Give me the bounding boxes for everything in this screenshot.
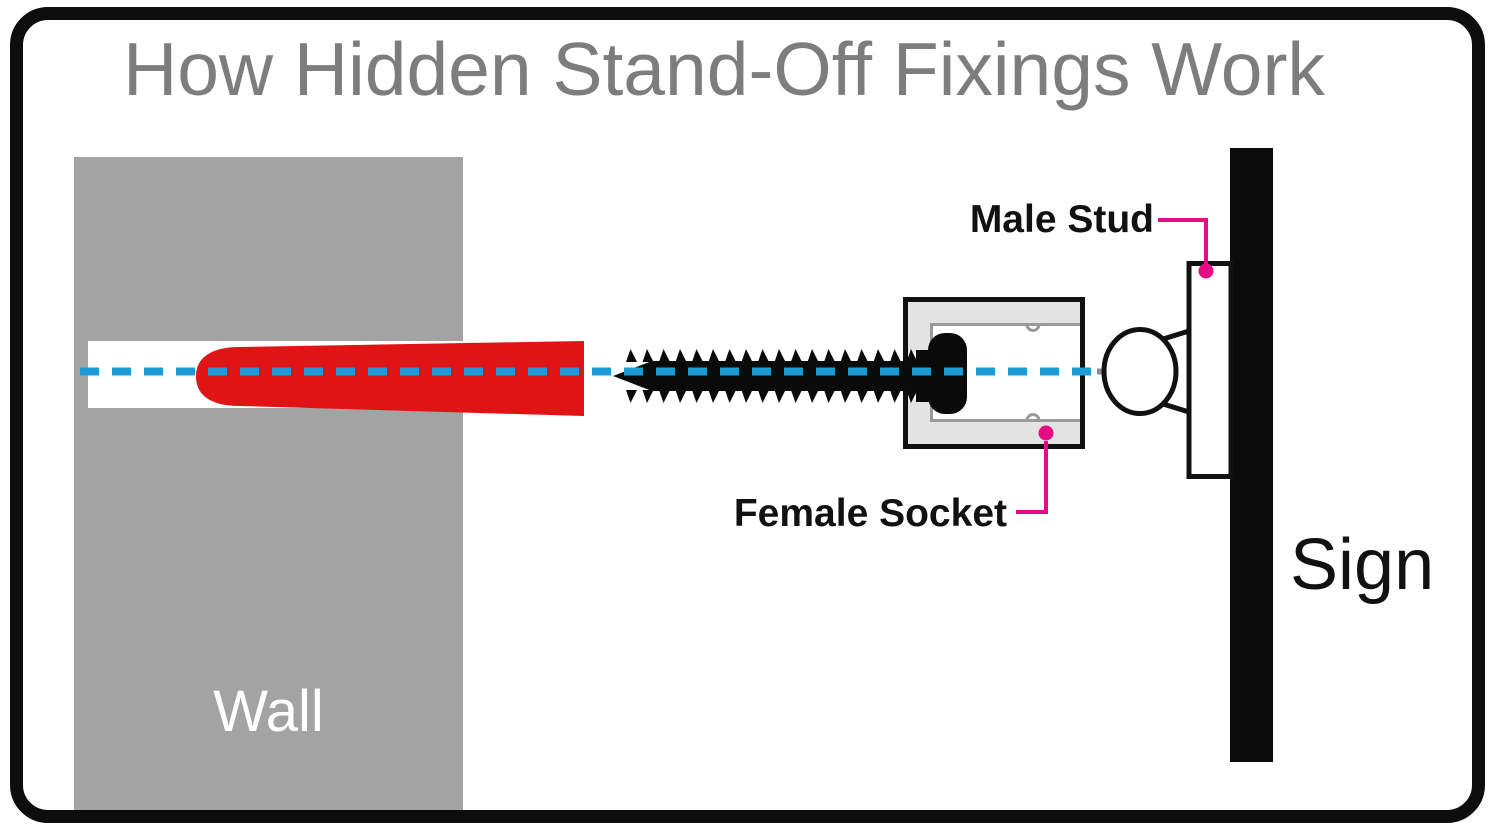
male-stud-callout-dot [1198,263,1214,279]
page-title: How Hidden Stand-Off Fixings Work [123,27,1325,111]
wall-plug [196,341,584,416]
male-stud-label: Male Stud [969,198,1154,241]
female-socket-callout-line [1016,441,1048,514]
wall-label: Wall [213,679,324,744]
stud-ball [1101,327,1179,416]
stud-plate [1186,261,1234,479]
socket-detent-bottom [1025,413,1041,421]
wall [74,157,463,810]
female-socket-callout-dot [1038,425,1054,441]
female-socket-label: Female Socket [733,492,1007,535]
sign-panel [1230,148,1273,762]
male-stud-callout-line [1158,218,1208,266]
socket-detent-top [1025,324,1041,332]
sign-label: Sign [1290,525,1435,605]
screw-shank [613,361,932,391]
